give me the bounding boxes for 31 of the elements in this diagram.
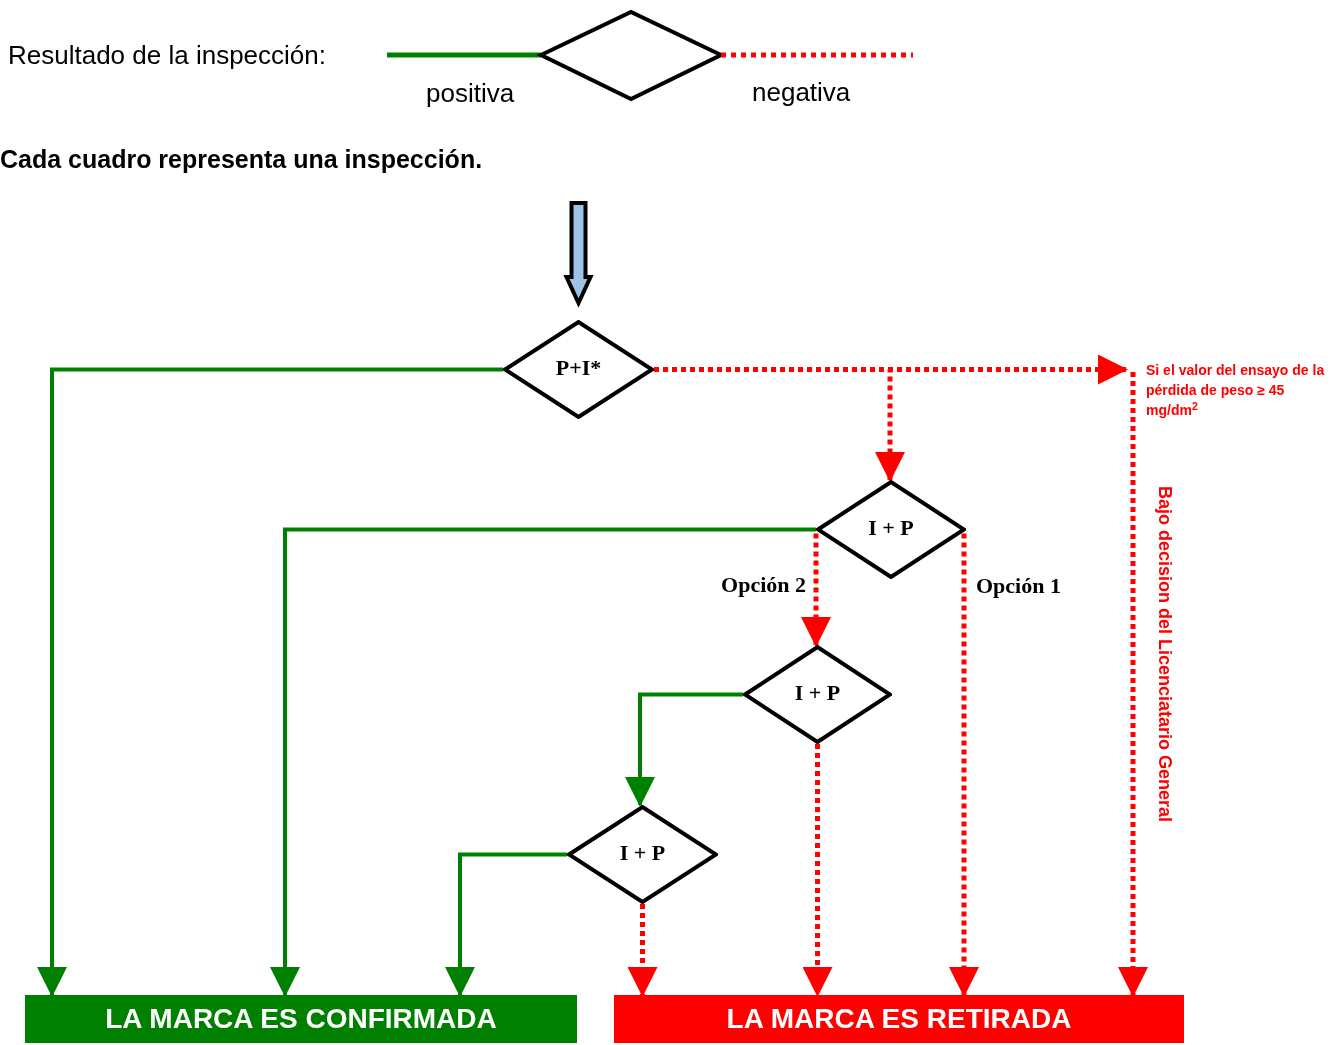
arrow bbox=[949, 533, 979, 997]
result-label: LA MARCA ES CONFIRMADA bbox=[105, 1005, 497, 1033]
arrow bbox=[270, 527, 816, 997]
result-label: LA MARCA ES RETIRADA bbox=[726, 1005, 1072, 1033]
legend-heading: Resultado de la inspección: bbox=[8, 42, 326, 68]
legend-label: positiva bbox=[426, 80, 515, 106]
arrow bbox=[1118, 372, 1148, 997]
decision-diamond bbox=[743, 645, 892, 744]
arrow bbox=[801, 533, 831, 647]
arrow bbox=[37, 367, 503, 997]
arrow bbox=[445, 852, 567, 997]
arrow bbox=[627, 904, 658, 997]
arrow bbox=[654, 367, 905, 482]
result-bar bbox=[614, 995, 1184, 1043]
result-bar bbox=[25, 995, 577, 1043]
note: Cada cuadro representa una inspección. bbox=[0, 147, 483, 172]
decision-diamond bbox=[503, 320, 654, 419]
legend-label: negativa bbox=[752, 79, 851, 105]
inspection-label: P+I* bbox=[555, 356, 602, 379]
decision-diamond bbox=[567, 805, 718, 904]
edge-label: Opción 1 bbox=[976, 575, 1061, 597]
arrow bbox=[802, 744, 833, 997]
edge-label: Bajo decision del Licenciatario General bbox=[1156, 486, 1174, 823]
inspection-label: I + P bbox=[619, 841, 666, 864]
condition-note: Si el valor del ensayo de la pérdida de peso ≥ 45 mg/dm$^{2}$ bbox=[1128, 360, 1338, 426]
inspection-label: I + P bbox=[794, 681, 841, 704]
decision-diamond bbox=[816, 480, 966, 579]
edge-label: Opción 2 bbox=[720, 574, 806, 596]
arrow bbox=[625, 692, 743, 807]
inspection-label: I + P bbox=[868, 516, 914, 539]
hollow-arrow bbox=[563, 201, 594, 308]
